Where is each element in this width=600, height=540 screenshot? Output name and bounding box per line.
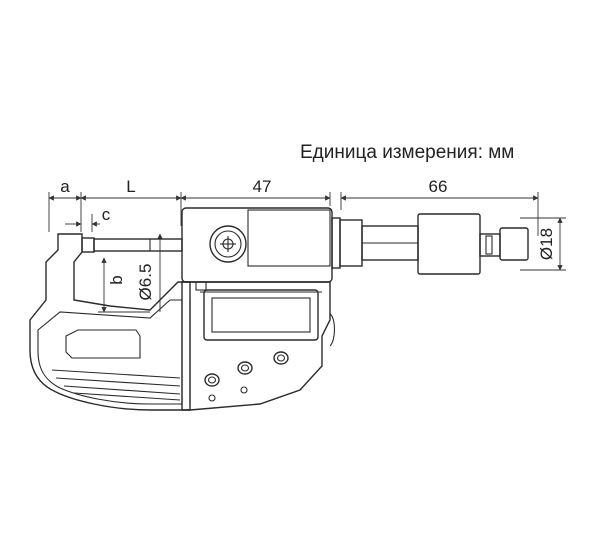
dim-c-label: c	[102, 205, 111, 224]
spindle	[93, 238, 183, 252]
dim-spindle-diameter-label: Ø6.5	[136, 264, 155, 301]
ratchet-dial-icon	[209, 225, 247, 263]
dimension-lines	[48, 192, 566, 313]
dimension-labels: a L 47 66 c b Ø6.5 Ø18	[60, 177, 556, 300]
dim-b-label: b	[107, 275, 126, 284]
main-body	[181, 207, 336, 411]
dim-66-label: 66	[429, 177, 448, 196]
dim-thimble-diameter-label: Ø18	[537, 228, 556, 260]
micrometer-frame	[29, 233, 191, 411]
ratchet-stop	[499, 227, 529, 261]
dim-L-label: L	[126, 177, 135, 196]
thimble	[331, 213, 501, 275]
anvil	[81, 237, 95, 253]
control-buttons	[204, 351, 289, 402]
lcd-display-icon	[195, 281, 319, 341]
dim-a-label: a	[60, 177, 70, 196]
dim-47-label: 47	[253, 177, 272, 196]
unit-caption: Единица измерения: мм	[300, 142, 515, 163]
